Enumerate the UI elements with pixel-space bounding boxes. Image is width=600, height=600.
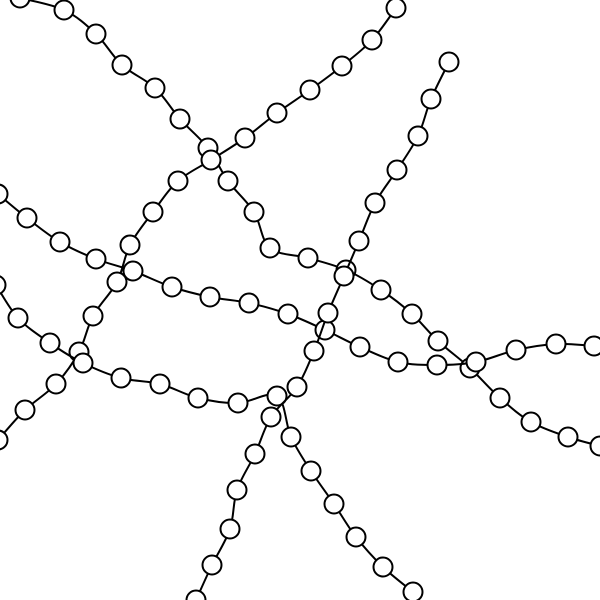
bead-circle <box>317 302 339 324</box>
bead-circle <box>345 526 367 548</box>
bead-circle <box>39 332 61 354</box>
bead-circle <box>266 102 288 124</box>
bead-circle <box>219 518 241 540</box>
bead-circle <box>557 426 579 448</box>
bead-circle <box>187 387 209 409</box>
bead-circle <box>149 373 171 395</box>
bead-circle <box>234 127 256 149</box>
bead-circle <box>244 443 266 465</box>
strand-left-lower <box>0 275 424 600</box>
bead-circle <box>49 231 71 253</box>
bead-circle <box>303 340 325 362</box>
bead-circle <box>386 159 408 181</box>
bead-circle <box>7 307 29 329</box>
bead-circle <box>427 330 449 352</box>
bead-circle <box>169 108 191 130</box>
bead-circle <box>0 429 9 451</box>
bead-circle <box>297 247 319 269</box>
strand-left-upper <box>0 183 600 376</box>
bead-circle <box>201 554 223 576</box>
bead-circle <box>260 406 282 428</box>
bead-circle <box>333 265 355 287</box>
bead-circle <box>200 149 222 171</box>
bead-circle <box>420 88 442 110</box>
bead-circle <box>348 230 370 252</box>
bead-circle <box>407 125 429 147</box>
strand-right-to-bottom-line <box>195 61 450 600</box>
bead-circle <box>259 237 281 259</box>
bead-circle <box>438 51 460 73</box>
bead-circle <box>323 493 345 515</box>
bead-circle <box>520 411 542 433</box>
bead-circle <box>266 385 288 407</box>
bead-circle <box>385 0 407 19</box>
bead-circle <box>243 201 265 223</box>
bead-circle <box>142 201 164 223</box>
bead-circle <box>299 79 321 101</box>
bead-circle <box>361 29 383 51</box>
bead-circle <box>387 351 409 373</box>
bead-circle <box>364 192 386 214</box>
bead-circle <box>505 339 527 361</box>
bead-circle <box>85 248 107 270</box>
bead-circle <box>227 392 249 414</box>
bead-circle <box>119 234 141 256</box>
bead-circle <box>589 435 600 457</box>
strand-top-right-to-bottom-left <box>0 0 407 451</box>
bead-circle <box>122 260 144 282</box>
bead-circle <box>72 352 94 374</box>
bead-circle <box>277 303 299 325</box>
bead-circle <box>9 0 31 9</box>
bead-circle <box>583 335 600 357</box>
bead-circle <box>349 336 371 358</box>
bead-circle <box>144 77 166 99</box>
bead-circle <box>111 54 133 76</box>
bead-circle <box>16 207 38 229</box>
bead-circle <box>53 0 75 21</box>
bead-circle <box>372 556 394 578</box>
bead-circle <box>401 303 423 325</box>
bead-circle <box>280 426 302 448</box>
bead-circle <box>45 373 67 395</box>
bead-circle <box>217 170 239 192</box>
bead-circle <box>370 279 392 301</box>
bead-circle <box>185 589 207 600</box>
bead-circle <box>85 23 107 45</box>
bead-circle <box>0 275 7 295</box>
bead-circle <box>82 305 104 327</box>
bead-circle <box>0 183 9 205</box>
bead-circle <box>14 399 36 421</box>
bead-circle <box>238 292 260 314</box>
strand-right-to-bottom <box>185 51 460 600</box>
bead-circle <box>465 351 487 373</box>
bead-circle <box>167 170 189 192</box>
bead-circle <box>286 376 308 398</box>
bead-circle <box>161 276 183 298</box>
bead-circle <box>545 333 567 355</box>
bead-circle <box>199 286 221 308</box>
bead-circle <box>106 271 128 293</box>
bead-circle <box>300 460 322 482</box>
bead-circle <box>489 387 511 409</box>
bead-circle <box>402 581 424 600</box>
strand-top-to-middle-line <box>24 0 600 447</box>
bead-circle <box>331 55 353 77</box>
bead-circle <box>226 479 248 501</box>
strand-top-right-to-bottom-left-line <box>0 7 397 440</box>
bead-circle <box>110 367 132 389</box>
strand-top-to-middle <box>9 0 600 457</box>
strand-left-upper-line <box>0 194 595 366</box>
bead-circle <box>426 354 448 376</box>
